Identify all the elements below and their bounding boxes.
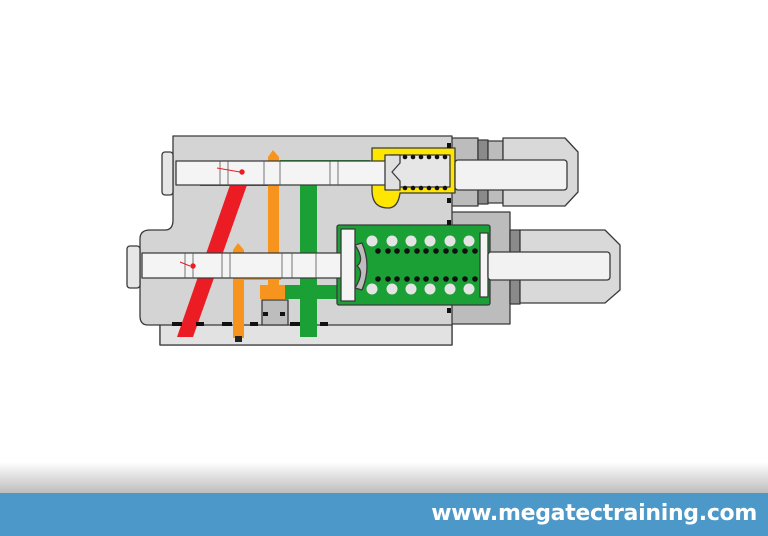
lower-end-cap xyxy=(126,245,141,289)
website-url[interactable]: www.megatectraining.com xyxy=(431,501,757,526)
lower-spring xyxy=(366,235,478,295)
upper-spool xyxy=(175,160,387,186)
lower-adjust-rod xyxy=(487,251,611,281)
upper-end-cap xyxy=(161,151,174,196)
upper-adjust-rod xyxy=(454,159,568,191)
footer-banner: www.megatectraining.com xyxy=(0,493,768,536)
footer-shadow xyxy=(0,462,768,493)
valve-diagram xyxy=(126,135,621,346)
upper-spring xyxy=(402,154,448,191)
lower-poppet xyxy=(354,242,368,291)
upper-poppet xyxy=(384,154,401,191)
seals xyxy=(172,143,451,326)
lower-spool xyxy=(141,252,356,279)
